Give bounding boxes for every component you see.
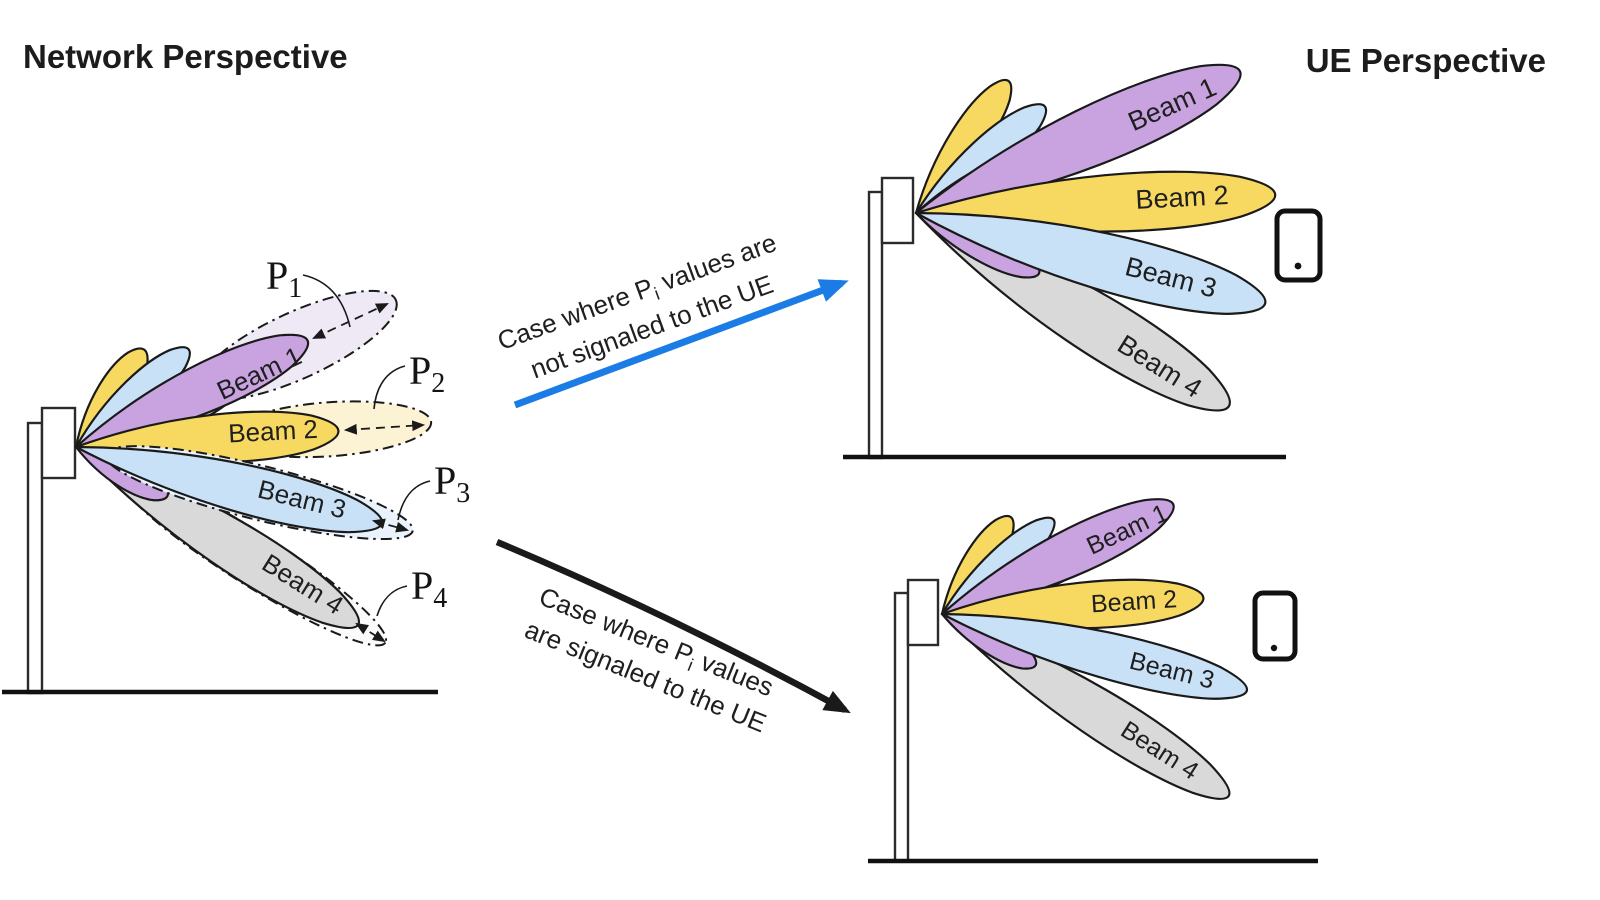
beam-1-lobe [914, 63, 1242, 215]
p2-measure-arrow [343, 420, 426, 435]
phone-home-button [1270, 644, 1278, 652]
beam-2-label: Beam 2 [1090, 585, 1178, 618]
case-not-signaled: Case where Pi values are not signaled to… [493, 227, 849, 409]
network-figure: Beam 1 Beam 2 Beam 3 Beam 4 P1 P2 P3 P4 [2, 253, 470, 695]
beam-2-label: Beam 2 [1135, 180, 1230, 215]
beam-lobes [74, 289, 433, 647]
p1-label: P1 [266, 253, 302, 304]
antenna-mast [867, 190, 884, 460]
phone-home-button [1294, 262, 1302, 270]
case-signaled: Case where Pi values are signaled to the… [495, 539, 851, 738]
ue-figure-signaled: Beam 1 Beam 2 Beam 3 Beam 4 [868, 498, 1318, 864]
ue-perspective-title: UE Perspective [1306, 42, 1546, 79]
network-perspective-title: Network Perspective [23, 38, 348, 75]
ue-phone-icon [1252, 590, 1298, 662]
p1-leader-line [302, 274, 351, 328]
blue-case-arrow [513, 279, 849, 409]
beam-lobes [914, 63, 1277, 412]
p3-measure-arrow [371, 518, 410, 533]
p1-measure-arrow [312, 303, 389, 339]
p3-label: P3 [434, 458, 470, 509]
p3-leader-line [397, 480, 431, 521]
beam-3-lobe [940, 612, 1248, 700]
antenna-mast [26, 421, 44, 695]
beam-2-label: Beam 2 [227, 414, 318, 449]
beam-lobes [940, 498, 1248, 800]
antenna-panel [906, 578, 940, 647]
p2-label: P2 [409, 348, 445, 399]
p4-measure-arrow [355, 622, 386, 643]
ue-phone-icon [1274, 208, 1323, 283]
antenna-mast [893, 591, 910, 863]
beam-1-lobe [940, 498, 1175, 616]
p4-leader-line [376, 585, 408, 617]
antenna-panel [880, 176, 915, 245]
beam-3-lobe [914, 211, 1267, 315]
p4-label: P4 [411, 563, 447, 614]
ue-figure-not-signaled: Beam 1 Beam 2 Beam 3 Beam 4 [843, 63, 1323, 460]
antenna-panel [40, 406, 77, 480]
black-case-arrow [495, 539, 851, 714]
p2-leader-line [373, 365, 406, 410]
